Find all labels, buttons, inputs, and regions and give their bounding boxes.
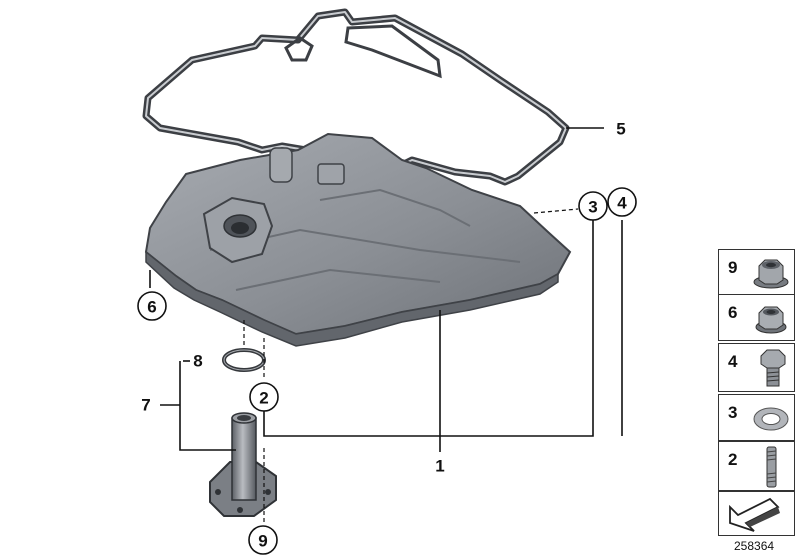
svg-text:4: 4 — [617, 194, 627, 213]
flange-nut-icon — [753, 259, 789, 289]
legend-item-6: 6 — [718, 294, 795, 341]
leader-lines — [149, 127, 623, 522]
legend-item-arrow — [718, 491, 795, 536]
legend-number: 6 — [728, 303, 738, 322]
legend-item-2: 2 — [718, 441, 795, 491]
callout-2: 2 — [249, 382, 279, 412]
gasket — [142, 8, 570, 186]
hex-bolt-icon — [760, 349, 786, 387]
hex-nut-icon — [755, 306, 787, 334]
legend-number: 4 — [728, 352, 738, 371]
label-7: 7 — [141, 396, 150, 415]
label-1: 1 — [435, 457, 444, 476]
legend-item-9: 9 — [718, 249, 795, 296]
label-8: 8 — [193, 352, 202, 371]
callout-3: 3 — [578, 191, 608, 221]
diagram-id: 258364 — [734, 539, 775, 553]
legend-number: 2 — [728, 450, 738, 469]
legend-item-3: 3 — [718, 394, 795, 441]
callout-9: 9 — [248, 525, 278, 555]
stud-bolt-icon — [766, 446, 777, 488]
svg-text:2: 2 — [259, 389, 268, 408]
oil-pickup-tube — [209, 412, 277, 517]
legend-item-4: 4 — [718, 343, 795, 392]
callout-6: 6 — [137, 291, 167, 321]
label-5: 5 — [616, 120, 625, 139]
legend-number: 3 — [728, 403, 738, 422]
svg-text:3: 3 — [588, 198, 597, 217]
oil-pan — [144, 132, 572, 347]
sealing-ring-icon — [753, 407, 789, 431]
arrow-icon — [729, 497, 780, 532]
svg-text:9: 9 — [258, 532, 267, 551]
svg-text:6: 6 — [147, 298, 156, 317]
legend-number: 9 — [728, 258, 738, 277]
callout-4: 4 — [607, 187, 637, 217]
